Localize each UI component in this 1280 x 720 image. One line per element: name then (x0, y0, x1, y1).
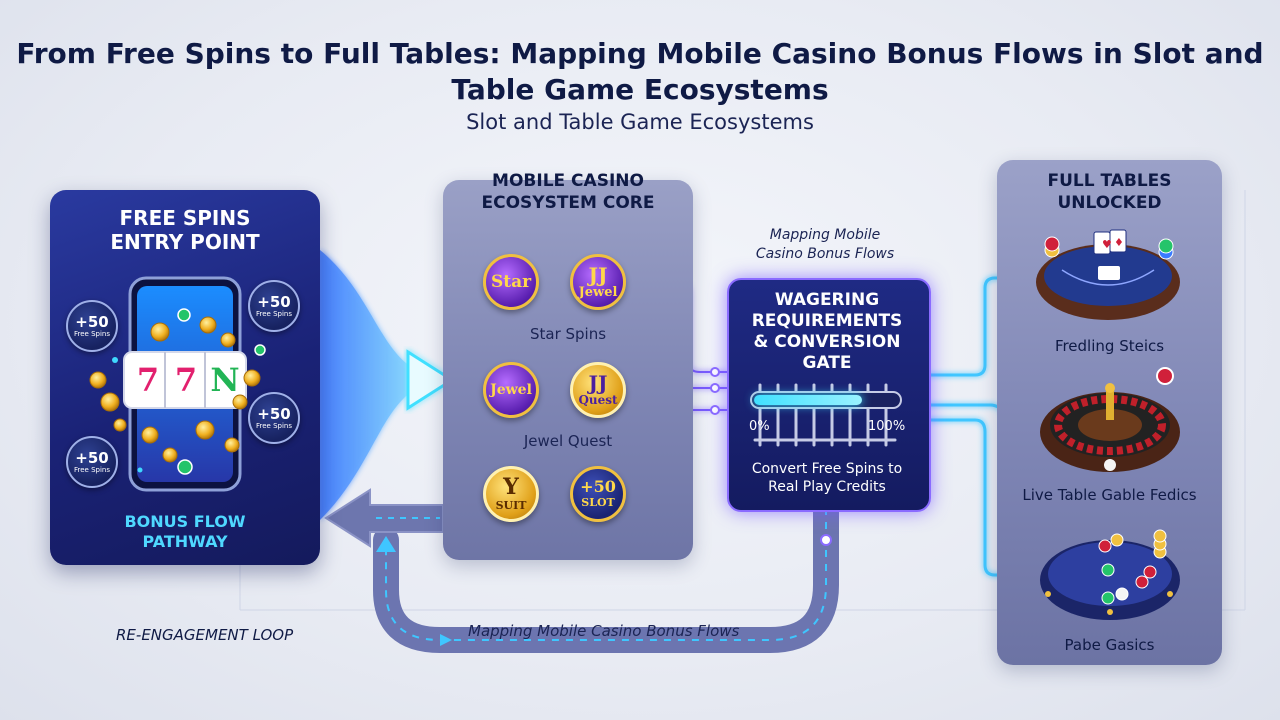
page-title: From Free Spins to Full Tables: Mapping … (16, 37, 1264, 106)
table-caption-2: Live Table Gable Fedics (1022, 486, 1197, 504)
entry-to-core-beam (320, 250, 440, 520)
full-tables-panel (997, 160, 1222, 665)
node-dot (710, 367, 720, 377)
progress-min-label: 0% (749, 419, 770, 434)
re-engagement-loop-label: RE-ENGAGEMENT LOOP (116, 626, 294, 644)
jewel-quest-caption: Jewel Quest (523, 432, 613, 450)
return-arrow (324, 488, 444, 548)
node-dot (820, 534, 832, 546)
loop-arrow-right (440, 634, 452, 646)
ecosystem-core-panel (443, 180, 693, 560)
gate-to-table-1 (927, 276, 1020, 377)
node-dot (710, 405, 720, 415)
table-caption-1: Fredling Steics (1054, 337, 1165, 355)
page-subtitle: Slot and Table Game Ecosystems (466, 110, 814, 134)
reel-symbol: 7 (174, 361, 198, 399)
loop-path-label: Mapping Mobile Casino Bonus Flows (468, 622, 740, 640)
gate-caption: Convert Free Spins to Real Play Credits (751, 461, 903, 495)
bonus-flow-pathway-label: BONUS FLOW PATHWAY (124, 512, 246, 551)
loop-arrow-up (376, 536, 396, 552)
tables-panel-title: FULL TABLES UNLOCKED (1047, 171, 1172, 213)
gate-panel-title: WAGERING REQUIREMENTS & CONVERSION GATE (751, 290, 903, 373)
jewel-quest-coin-icon[interactable]: Jewel (483, 362, 539, 418)
entry-arrow-head (406, 349, 455, 411)
table-caption-3: Pabe Gasics (1064, 636, 1155, 654)
wagering-progress-fill (754, 395, 862, 405)
node-dot (710, 383, 720, 393)
entry-panel-title: FREE SPINS ENTRY POINT (110, 206, 260, 254)
star-spins-coin-icon[interactable]: Star (483, 254, 539, 310)
gate-to-table-3 (927, 418, 1020, 577)
star-spins-caption: Star Spins (529, 325, 607, 343)
reel-symbol: N (210, 361, 240, 399)
gate-flow-label: Mapping Mobile Casino Bonus Flows (755, 227, 895, 262)
progress-max-label: 100% (868, 419, 906, 434)
reel-symbol: 7 (136, 361, 160, 399)
core-panel-title: MOBILE CASINO ECOSYSTEM CORE (481, 171, 655, 213)
